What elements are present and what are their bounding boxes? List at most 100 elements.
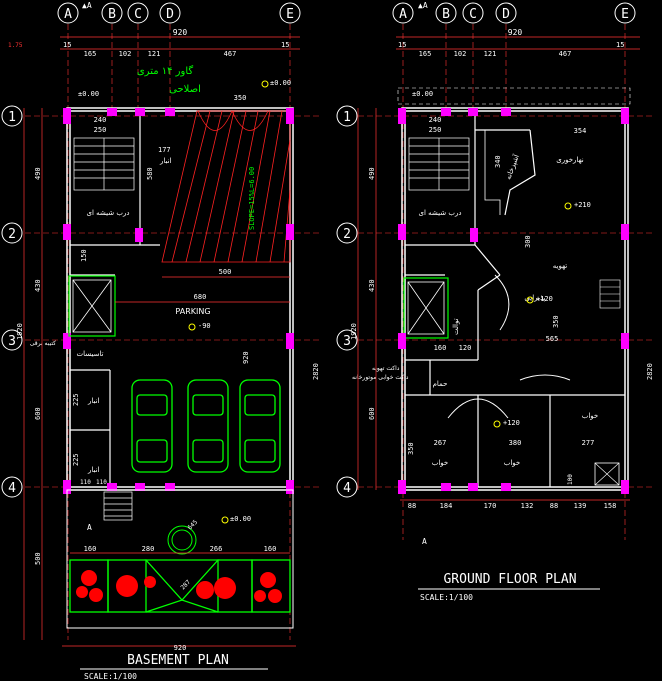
g-dim-340: 340 xyxy=(494,155,502,168)
basement-title: BASEMENT PLAN xyxy=(127,653,229,668)
g-row-3: 3 xyxy=(343,334,351,349)
row-4-left: 4 xyxy=(8,481,16,496)
ground-left-dims xyxy=(357,108,377,490)
entry-stair xyxy=(103,491,133,521)
dim-15a: 15 xyxy=(63,41,71,49)
grid-label-c: C xyxy=(134,7,142,22)
ground-dim-15b: 15 xyxy=(616,41,624,49)
left-1920: 1920 xyxy=(16,323,24,340)
g-bottom-88a: 88 xyxy=(408,502,416,510)
level-left: ±0.00 xyxy=(78,90,99,98)
fountain xyxy=(167,525,197,555)
ground-elevator xyxy=(407,281,445,335)
section-marker-bottom: A xyxy=(87,523,92,532)
ground-walls xyxy=(401,107,629,491)
g-dim-100: 100 xyxy=(567,474,574,485)
ground-grid-a: A xyxy=(399,7,407,22)
yard-dim-160a: 160 xyxy=(84,545,97,553)
grid-label-a: A xyxy=(64,7,72,22)
g-dim-160: 160 xyxy=(434,344,447,352)
g-bottom-170: 170 xyxy=(484,502,497,510)
g-dim-350b: 350 xyxy=(407,442,415,455)
row-1-left: 1 xyxy=(8,110,16,125)
ground-dim-920: 920 xyxy=(508,28,523,37)
ground-grid-c: C xyxy=(469,7,477,22)
room-hall: تهویه xyxy=(553,262,568,270)
g-row-1: 1 xyxy=(343,110,351,125)
anbar-3: انبار xyxy=(87,466,100,474)
level-120a-marker-icon xyxy=(526,296,534,304)
ground-setback xyxy=(397,87,631,105)
dim-15b: 15 xyxy=(281,41,289,49)
g-dim-300: 300 xyxy=(524,235,532,248)
basement-row-bubbles xyxy=(1,105,23,498)
ramp-hatch xyxy=(161,110,291,263)
ground-level-top: ±0.00 xyxy=(412,90,433,98)
ground-grid-e: E xyxy=(621,7,629,22)
ground-interior-walls xyxy=(405,111,625,487)
ground-door-note: درب شیشه ای xyxy=(419,209,462,217)
dim-580: 580 xyxy=(146,167,154,180)
dim-121: 121 xyxy=(148,50,161,58)
dim-177: 177 xyxy=(158,146,171,154)
tasisat-label: تاسیسات xyxy=(76,350,103,358)
left-600: 600 xyxy=(34,407,42,420)
ground-grid-top xyxy=(392,2,636,24)
ground-scale: SCALE:1/100 xyxy=(420,593,473,602)
grid-label-b: B xyxy=(108,7,116,22)
g-bottom-158: 158 xyxy=(604,502,617,510)
left-edge-dim: 1.75 xyxy=(8,42,23,49)
dim-350: 350 xyxy=(234,94,247,102)
basement-interior-walls xyxy=(70,111,160,487)
basement-plan: A B C D E ▲A 920 15 165 102 121 467 15 1… xyxy=(1,1,320,681)
door-note-basement: درب شیشه ای xyxy=(87,209,130,217)
g-bottom-139: 139 xyxy=(574,502,587,510)
ground-top-dims xyxy=(396,36,640,50)
g-bottom-184: 184 xyxy=(440,502,453,510)
row-3-left: 3 xyxy=(8,334,16,349)
anbar-2: انبار xyxy=(87,397,100,405)
level-parking-marker-icon xyxy=(188,323,196,331)
basement-columns xyxy=(63,108,294,494)
elevator-green-frame xyxy=(68,275,116,337)
g-dim-267: 267 xyxy=(434,439,447,447)
yard-dim-280: 280 xyxy=(142,545,155,553)
ground-dim-15a: 15 xyxy=(398,41,406,49)
dim-467: 467 xyxy=(224,50,237,58)
dim-680: 680 xyxy=(194,293,207,301)
note-guard: داکت خوابی موتورخانه xyxy=(352,374,409,381)
ground-section-bottom: A xyxy=(422,537,427,546)
room-bed-1: خواب xyxy=(432,459,448,467)
g-row-4: 4 xyxy=(343,481,351,496)
g-left-490: 490 xyxy=(368,167,376,180)
basement-grid-top xyxy=(57,2,301,24)
section-marker-top: ▲A xyxy=(82,1,92,10)
ground-small-stair xyxy=(599,279,621,309)
planter-trees xyxy=(76,570,282,603)
dim-250: 250 xyxy=(94,126,107,134)
level-marker-icon xyxy=(261,80,269,88)
left-430: 430 xyxy=(34,279,42,292)
row-2-left: 2 xyxy=(8,227,16,242)
g-row-2: 2 xyxy=(343,227,351,242)
room-bed-2: خواب xyxy=(504,459,520,467)
level-bottom-marker-icon xyxy=(221,516,229,524)
dim-240: 240 xyxy=(94,116,107,124)
ground-columns xyxy=(398,108,629,494)
level-bottom: ±0.00 xyxy=(230,515,251,523)
ground-arches xyxy=(447,274,571,419)
left-490: 490 xyxy=(34,167,42,180)
ground-row-bubbles xyxy=(336,105,358,498)
elevator-shaft xyxy=(72,279,112,333)
ground-plan: A B C D E ▲A 920 15 165 102 121 467 15 ±… xyxy=(336,1,655,602)
basement-top-dims xyxy=(60,36,300,50)
ground-grid-d: D xyxy=(502,7,510,22)
g-dim-354: 354 xyxy=(574,127,587,135)
kitchen-counter xyxy=(484,130,501,215)
g-dim-120: 120 xyxy=(459,344,472,352)
ramp-sub: اصلاحی xyxy=(169,84,201,95)
anbar-label: انبار xyxy=(159,157,172,165)
room-bath: حمام xyxy=(433,380,448,388)
g-left-2820: 2820 xyxy=(646,363,654,380)
